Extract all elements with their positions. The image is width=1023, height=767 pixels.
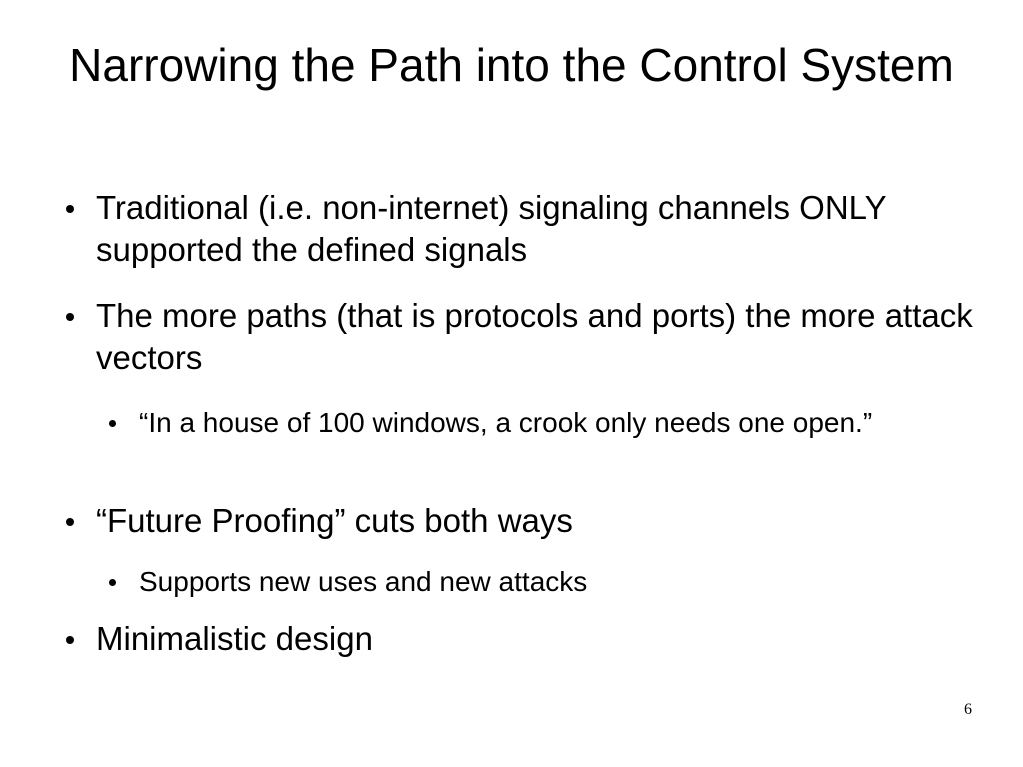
bullet-text: Traditional (i.e. non-internet) signalin… bbox=[96, 189, 886, 268]
bullet-text: The more paths (that is protocols and po… bbox=[96, 297, 973, 376]
page-number: 6 bbox=[964, 701, 972, 718]
sub-bullet-item: Supports new uses and new attacks bbox=[109, 563, 939, 601]
bullet-item: The more paths (that is protocols and po… bbox=[66, 295, 976, 379]
bullet-item: “Future Proofing” cuts both ways bbox=[66, 500, 976, 542]
slide-title: Narrowing the Path into the Control Syst… bbox=[69, 39, 954, 91]
bullet-dot-icon bbox=[66, 313, 74, 321]
bullet-dot-icon bbox=[66, 205, 74, 213]
sub-bullet-dot-icon bbox=[109, 420, 116, 427]
bullet-dot-icon bbox=[66, 518, 74, 526]
bullet-dot-icon bbox=[66, 636, 74, 644]
sub-bullet-text: Supports new uses and new attacks bbox=[139, 566, 588, 597]
sub-bullet-dot-icon bbox=[109, 579, 116, 586]
bullet-item: Minimalistic design bbox=[66, 618, 976, 660]
sub-bullet-text: “In a house of 100 windows, a crook only… bbox=[139, 407, 873, 438]
bullet-text: “Future Proofing” cuts both ways bbox=[96, 502, 573, 539]
sub-bullet-item: “In a house of 100 windows, a crook only… bbox=[109, 404, 939, 442]
bullet-item: Traditional (i.e. non-internet) signalin… bbox=[66, 187, 976, 271]
bullet-text: Minimalistic design bbox=[96, 620, 373, 657]
